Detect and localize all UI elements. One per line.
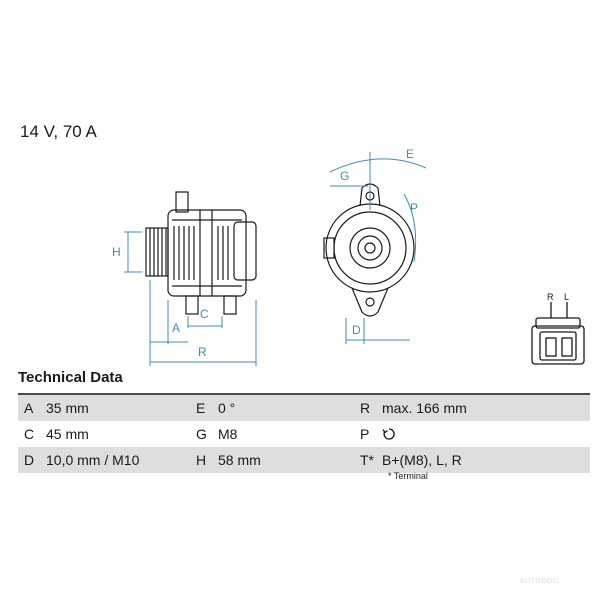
spec-key: E (196, 400, 206, 416)
dim-label-h: H (112, 245, 121, 259)
spec-row: C 45 mm G M8 P (18, 421, 590, 447)
spec-value: 35 mm (46, 400, 89, 416)
clockwise-rotation-icon (382, 428, 395, 440)
dim-label-r: R (198, 345, 207, 359)
dim-label-c: C (200, 307, 209, 321)
spec-key: R (360, 400, 371, 416)
spec-key: T* (360, 452, 374, 468)
spec-value: max. 166 mm (382, 400, 467, 416)
watermark-logo: AUTODOC (520, 578, 559, 585)
rating-text: 14 V, 70 A (20, 122, 97, 141)
spec-key: H (196, 452, 207, 468)
spec-value: 0 ° (218, 400, 236, 416)
dim-label-e: E (406, 147, 414, 161)
spec-key: P (360, 426, 370, 442)
spec-key: A (24, 400, 34, 416)
connector-label-l: L (564, 292, 569, 302)
spec-value: 10,0 mm / M10 (46, 452, 140, 468)
spec-value: 58 mm (218, 452, 261, 468)
spec-value: B+(M8), L, R (382, 452, 462, 468)
footnote: * Terminal (388, 471, 428, 481)
spec-value: M8 (218, 426, 238, 442)
dim-label-d: D (352, 323, 361, 337)
spec-value: 45 mm (46, 426, 89, 442)
spec-value (382, 421, 396, 447)
alternator-drawing: H A C R E G P D R (112, 147, 585, 366)
dim-label-g: G (340, 169, 349, 183)
spec-row: D 10,0 mm / M10 H 58 mm T* B+(M8), L, R (18, 447, 590, 473)
spec-key: D (24, 452, 35, 468)
dim-label-p: P (410, 201, 418, 215)
dim-label-a: A (172, 321, 180, 335)
connector-label-r: R (547, 292, 554, 302)
technical-data-title: Technical Data (18, 369, 123, 386)
spec-key: C (24, 426, 35, 442)
spec-key: G (196, 426, 207, 442)
